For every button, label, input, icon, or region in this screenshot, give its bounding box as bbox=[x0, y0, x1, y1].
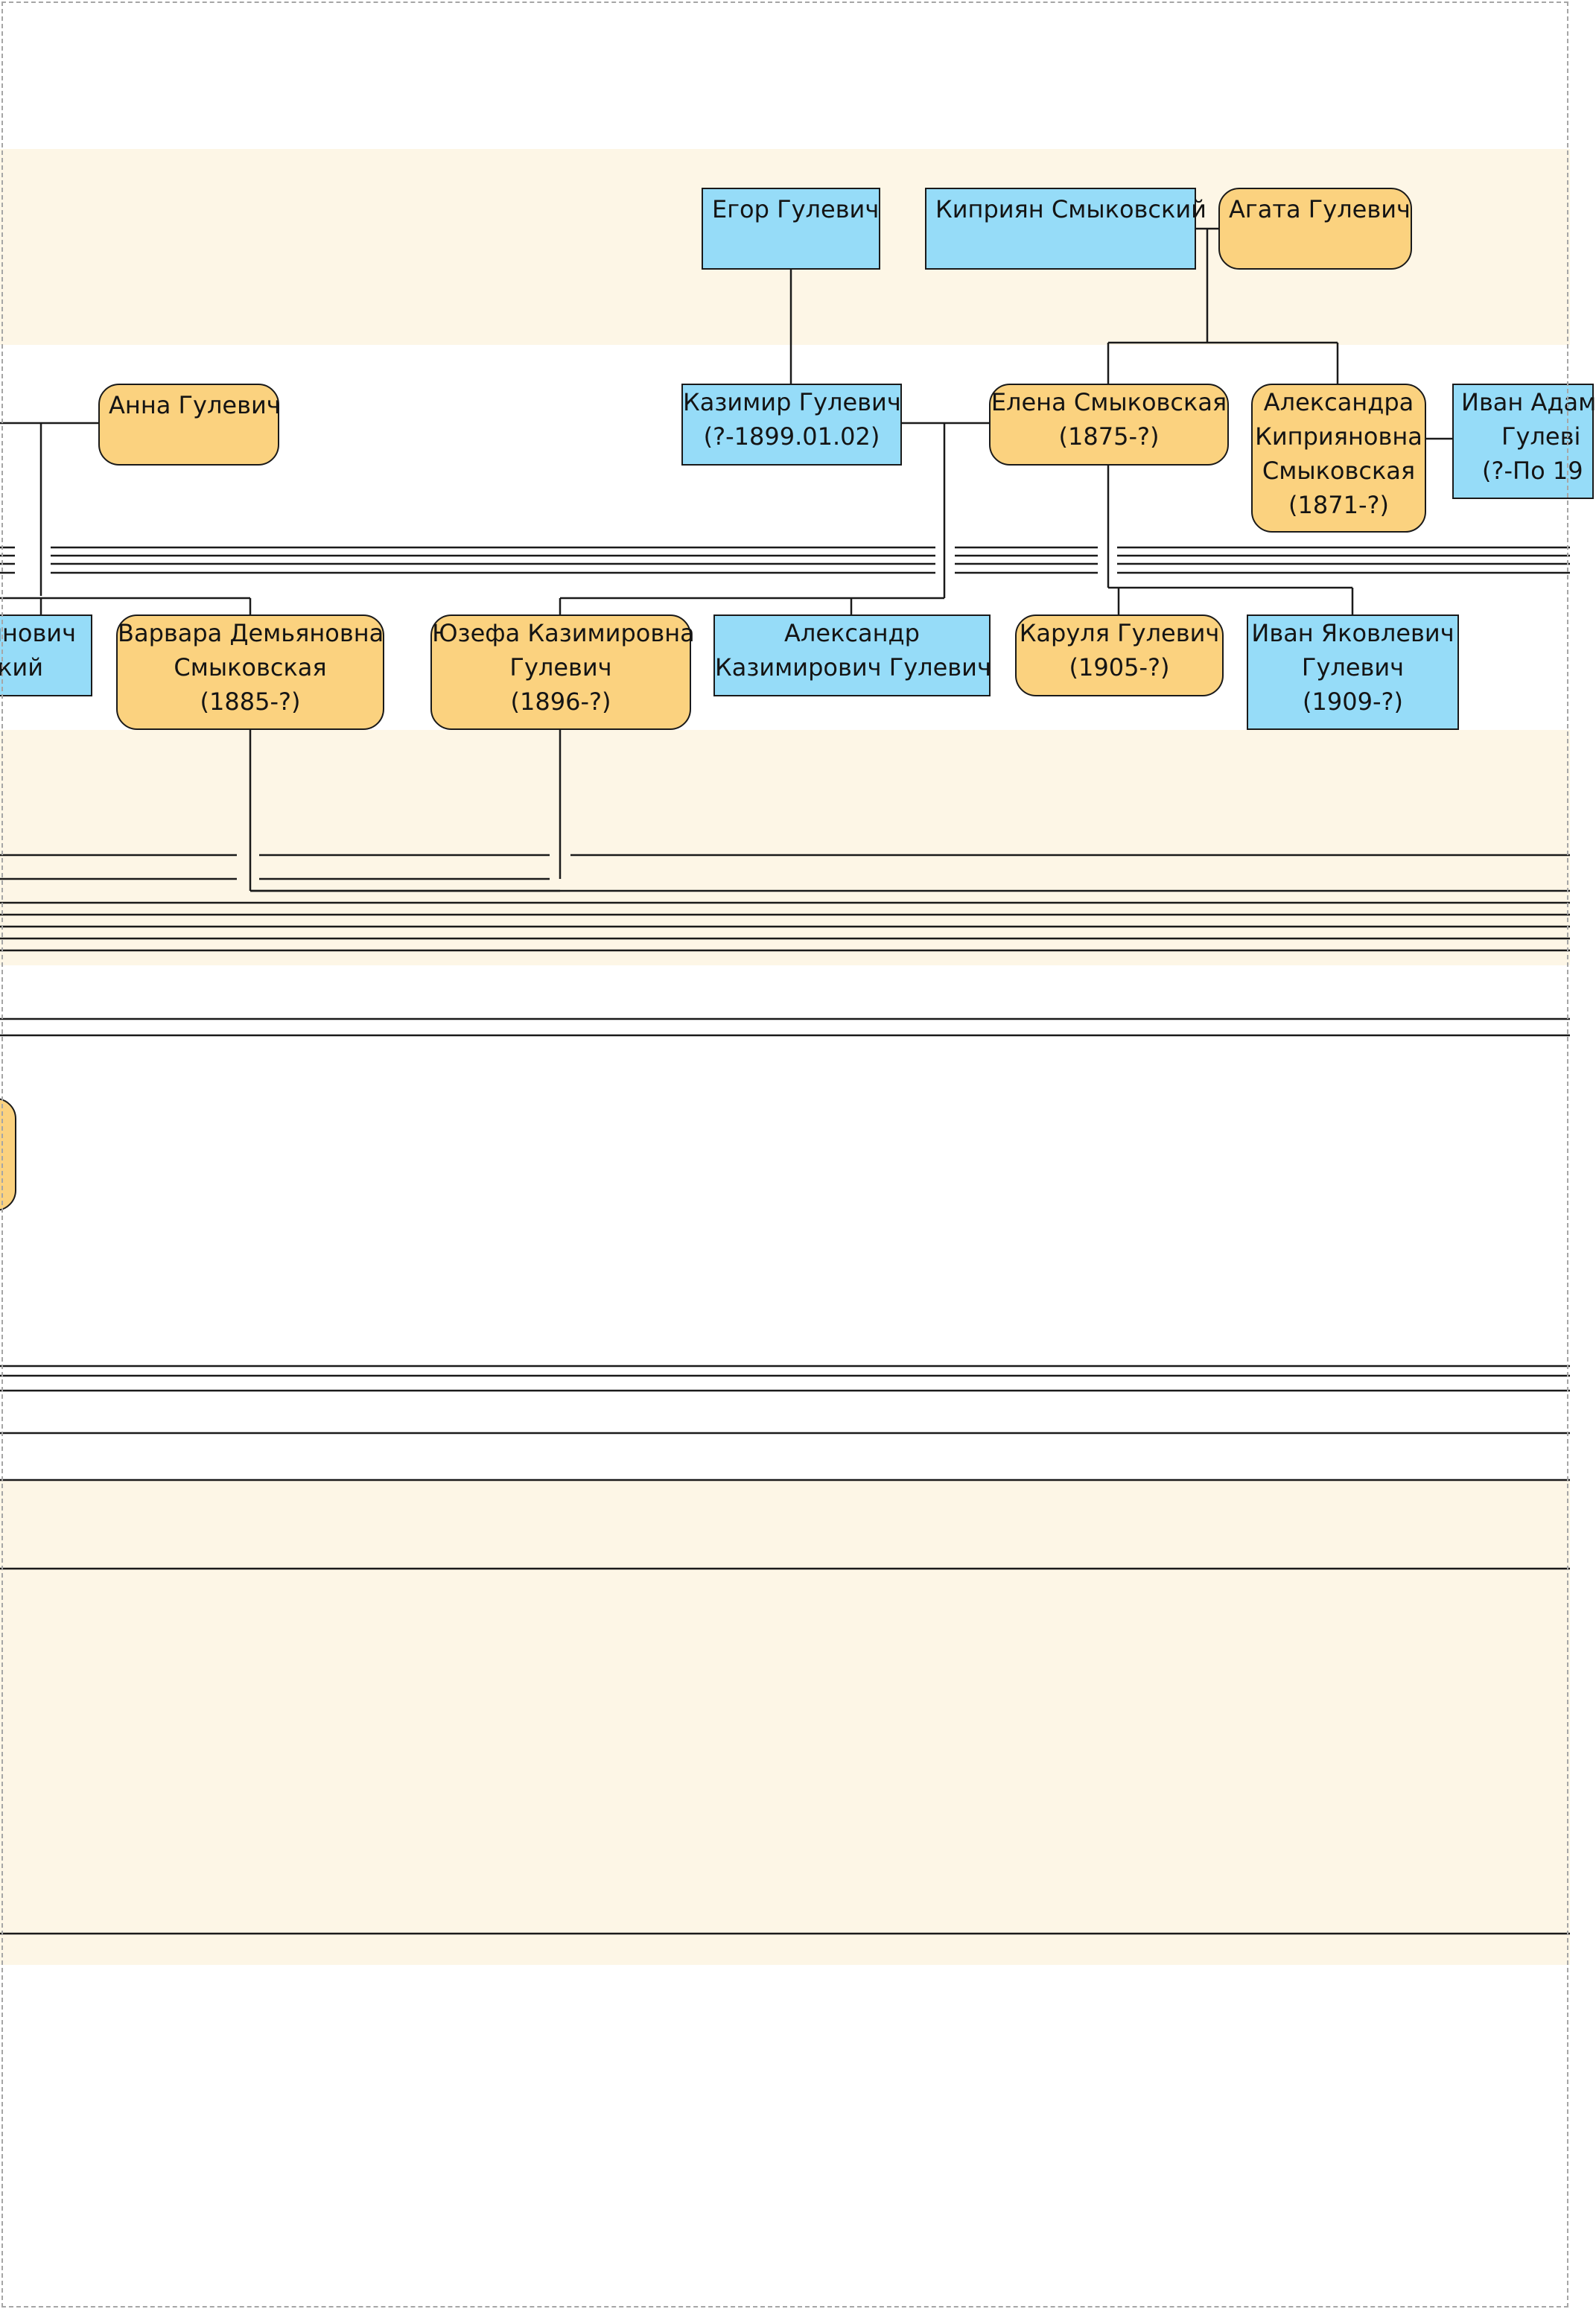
person-name: Каруля Гулевич bbox=[1019, 619, 1220, 647]
person-dates: (?-По 19 bbox=[1482, 457, 1583, 485]
person-name-line-1: Юзефа Казимировна bbox=[432, 619, 695, 647]
person-name: Киприян Смыковский bbox=[935, 195, 1206, 223]
person-ivan-adam-gulevich[interactable]: Иван Адам Гулеві (?-По 19 bbox=[1452, 384, 1596, 499]
person-name-line-1: Иван Адам bbox=[1461, 388, 1596, 416]
person-name-line-2: кий bbox=[0, 653, 43, 682]
person-varvara-smykovskaya[interactable]: Варвара Демьяновна Смыковская (1885-?) bbox=[116, 614, 384, 730]
person-name-line-2: Гулевич bbox=[1301, 653, 1405, 682]
person-name-line-1: Александра bbox=[1263, 388, 1414, 416]
generation-band-5 bbox=[0, 1481, 1570, 1965]
person-egor-gulevich[interactable]: Егор Гулевич bbox=[702, 188, 880, 270]
person-aleksandra-smykovskaya[interactable]: Александра Киприяновна Смыковская (1871-… bbox=[1251, 384, 1426, 533]
person-name-line-1: Иван Яковлевич bbox=[1251, 619, 1454, 647]
person-name-line-2: Смыковская bbox=[174, 653, 327, 682]
person-name-line-2: Киприяновна bbox=[1255, 422, 1422, 451]
person-kiprian-smykovsky[interactable]: Киприян Смыковский bbox=[925, 188, 1206, 270]
person-name-line-2: Гулевич bbox=[509, 653, 612, 682]
person-yuzefa-gulevich[interactable]: Юзефа Казимировна Гулевич (1896-?) bbox=[430, 614, 695, 730]
person-dates: (?-1899.01.02) bbox=[703, 422, 880, 451]
person-dates: (1896-?) bbox=[510, 687, 611, 716]
person-dates: (1885-?) bbox=[200, 687, 301, 716]
person-name-line-1: янович bbox=[0, 619, 76, 647]
person-dates: (1909-?) bbox=[1303, 687, 1403, 716]
person-aleksandr-gulevich[interactable]: Александр Казимирович Гулевич bbox=[713, 614, 991, 696]
person-name: Анна Гулевич bbox=[109, 391, 281, 419]
person-elena-smykovskaya[interactable]: Елена Смыковская (1875-?) bbox=[989, 384, 1229, 466]
person-name: Агата Гулевич bbox=[1229, 195, 1411, 223]
person-dates: (1875-?) bbox=[1058, 422, 1160, 451]
person-dates: (1905-?) bbox=[1069, 653, 1170, 682]
person-name-line-1: Варвара Демьяновна bbox=[118, 619, 384, 647]
person-name: Елена Смыковская bbox=[991, 388, 1227, 416]
person-karulya-gulevich[interactable]: Каруля Гулевич (1905-?) bbox=[1015, 614, 1224, 696]
person-dates: (1871-?) bbox=[1288, 491, 1389, 519]
person-name-line-1: Александр bbox=[784, 619, 920, 647]
person-name: Казимир Гулевич bbox=[683, 388, 901, 416]
person-cut-off-left[interactable]: янович кий bbox=[0, 614, 92, 696]
person-kazimir-gulevich[interactable]: Казимир Гулевич (?-1899.01.02) bbox=[681, 384, 902, 466]
person-agata-gulevich[interactable]: Агата Гулевич bbox=[1218, 188, 1412, 270]
person-name: Егор Гулевич bbox=[712, 195, 880, 223]
person-anna-gulevich[interactable]: Анна Гулевич bbox=[98, 384, 281, 466]
person-name-line-2: Казимирович Гулевич bbox=[715, 653, 991, 682]
person-ivan-yakovlevich-gulevich[interactable]: Иван Яковлевич Гулевич (1909-?) bbox=[1247, 614, 1459, 730]
person-name-line-3: Смыковская bbox=[1262, 457, 1416, 485]
